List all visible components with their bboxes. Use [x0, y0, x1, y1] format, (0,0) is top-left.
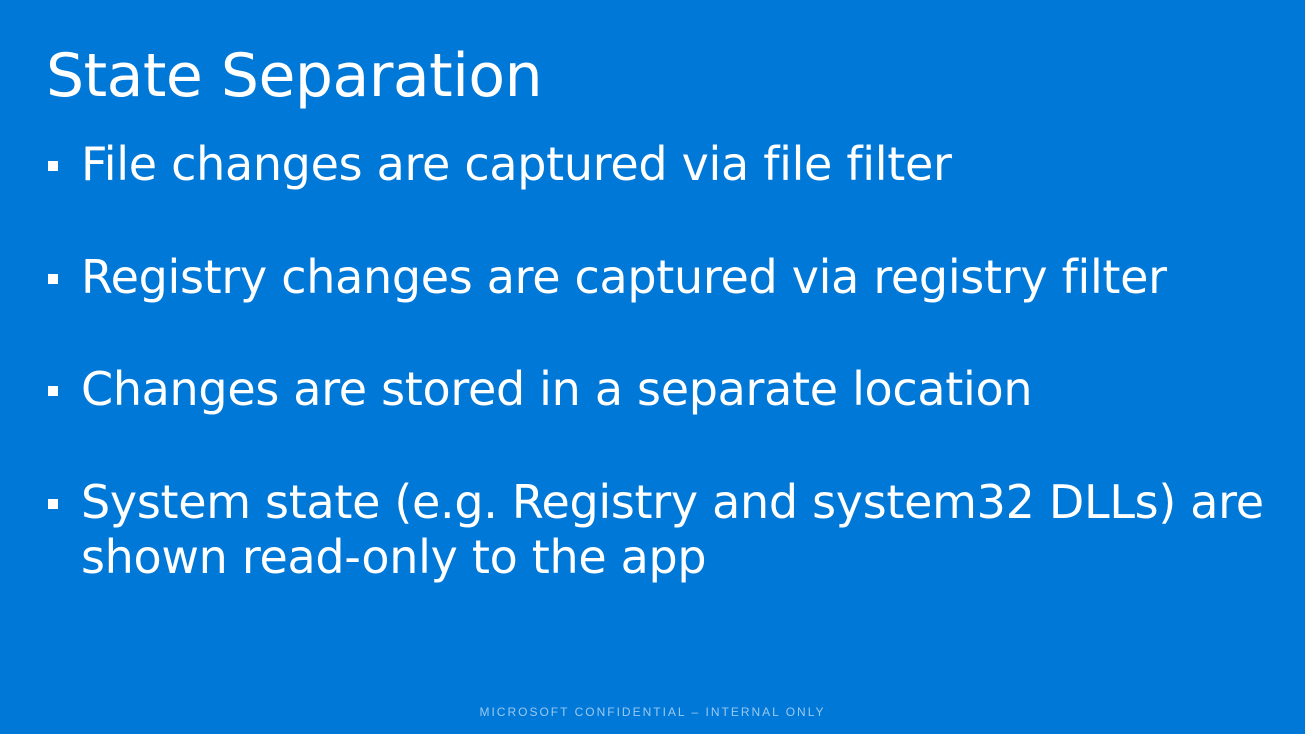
- square-bullet-icon: [48, 499, 58, 509]
- bullet-text: Changes are stored in a separate locatio…: [81, 362, 1033, 416]
- slide-title: State Separation: [46, 41, 543, 111]
- confidentiality-footer: MICROSOFT CONFIDENTIAL – INTERNAL ONLY: [479, 705, 826, 719]
- bullet-text: File changes are captured via file filte…: [81, 137, 952, 191]
- bullet-item: Registry changes are captured via regist…: [48, 250, 1278, 305]
- bullet-item: System state (e.g. Registry and system32…: [48, 475, 1278, 585]
- square-bullet-icon: [48, 386, 58, 396]
- square-bullet-icon: [48, 161, 58, 171]
- bullet-text-line-1: System state (e.g. Registry and system32…: [81, 475, 1264, 529]
- bullet-text: Registry changes are captured via regist…: [81, 250, 1167, 304]
- square-bullet-icon: [48, 274, 58, 284]
- bullet-item: File changes are captured via file filte…: [48, 137, 1278, 192]
- bullet-item: Changes are stored in a separate locatio…: [48, 362, 1278, 417]
- bullet-text-line-2: shown read-only to the app: [81, 530, 707, 584]
